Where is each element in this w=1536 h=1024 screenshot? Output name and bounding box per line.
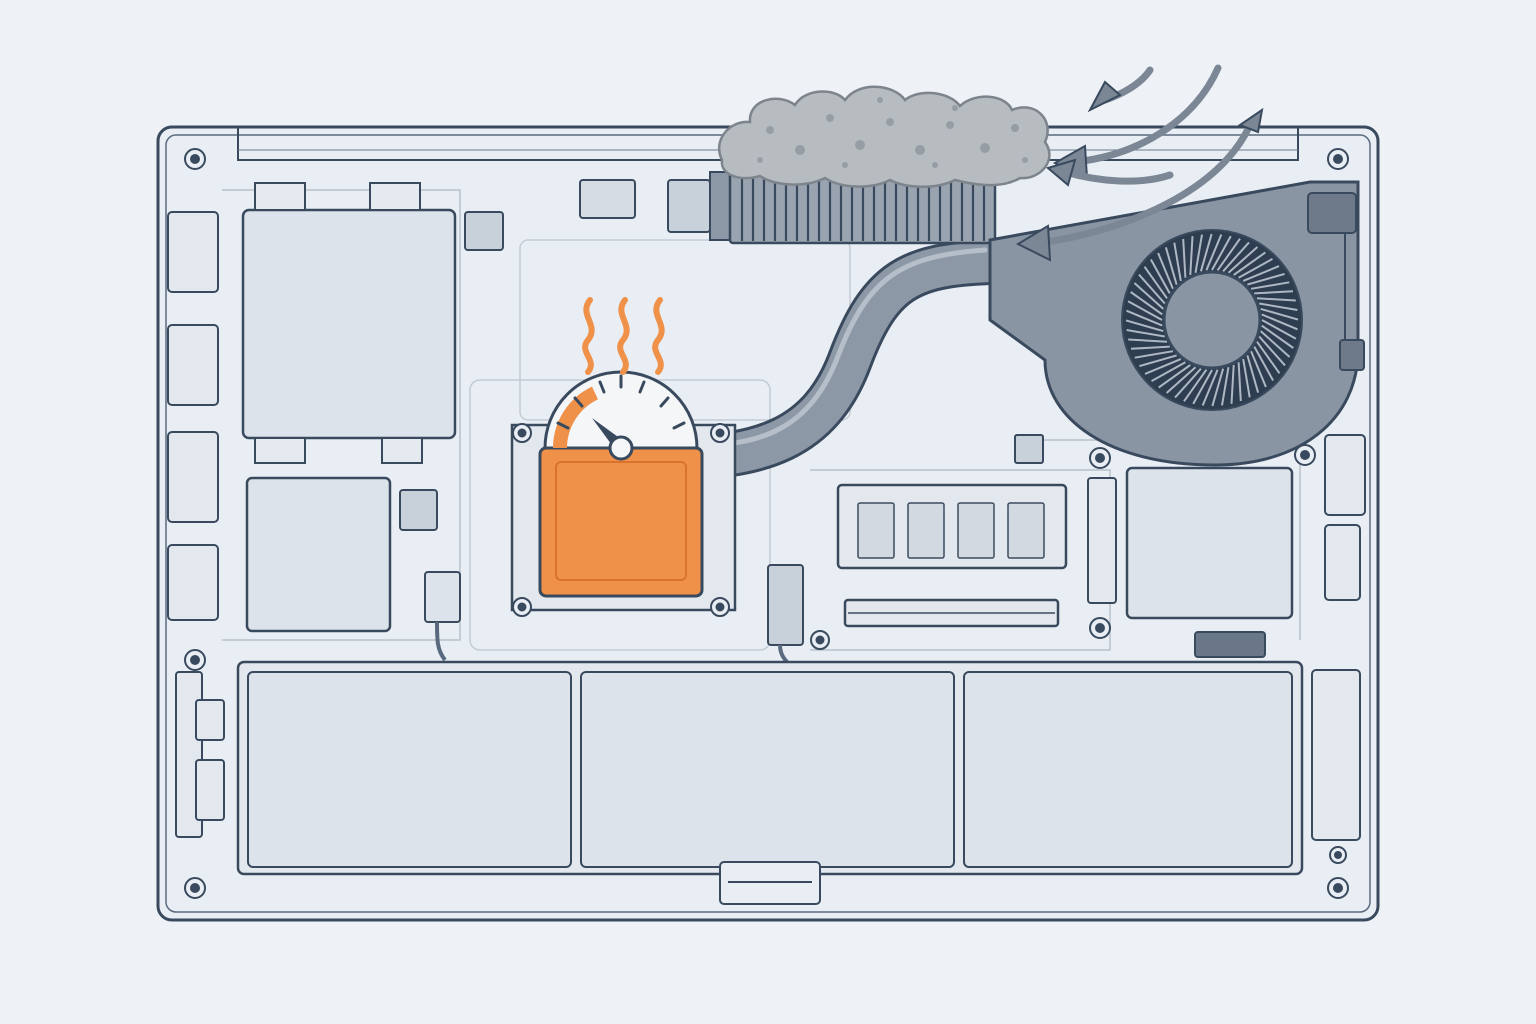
fan-blade bbox=[1221, 367, 1230, 406]
fan-blade bbox=[1174, 368, 1202, 399]
heat-pipe bbox=[645, 239, 1013, 481]
arrow-icon bbox=[1087, 66, 1154, 113]
fan-blade bbox=[1134, 350, 1174, 359]
fan-blade bbox=[1256, 297, 1296, 302]
chassis-screws bbox=[184, 148, 1349, 899]
arrow-icon bbox=[1015, 107, 1264, 262]
fan-blade bbox=[1194, 234, 1203, 273]
side-ports bbox=[167, 211, 1366, 841]
screw-icon bbox=[184, 148, 206, 170]
fan-blade bbox=[1233, 251, 1266, 276]
fan-blade bbox=[1211, 235, 1232, 271]
cable-connectors bbox=[424, 564, 804, 667]
fan-blade bbox=[1260, 307, 1299, 321]
fan-blade bbox=[1130, 345, 1170, 350]
fan-blade bbox=[1157, 252, 1174, 290]
fan-blade bbox=[1201, 369, 1219, 406]
fan-blade bbox=[1192, 369, 1213, 405]
fan-blade bbox=[1254, 290, 1294, 295]
screw-icon bbox=[184, 877, 206, 899]
fan-blade bbox=[1126, 309, 1163, 327]
fan-blade bbox=[1222, 241, 1250, 272]
screw-icon bbox=[1089, 617, 1111, 639]
fan-blade bbox=[1150, 259, 1171, 294]
fan-blade bbox=[1261, 313, 1298, 331]
screw-icon bbox=[1327, 148, 1349, 170]
temperature-gauge-icon bbox=[543, 370, 699, 461]
fan-blade bbox=[1151, 361, 1186, 382]
fan-blade bbox=[1260, 330, 1291, 358]
fan-blade bbox=[1247, 272, 1285, 286]
fan-blade bbox=[1256, 341, 1281, 374]
airflow-arrows bbox=[1015, 64, 1264, 262]
overheating-cpu bbox=[538, 446, 704, 598]
fan-blade bbox=[1242, 265, 1280, 282]
fan-blade bbox=[1158, 364, 1191, 389]
heat-waves-icon bbox=[582, 297, 665, 375]
fan-blade bbox=[1138, 273, 1166, 305]
fan-blade bbox=[1189, 236, 1194, 276]
fan-blade bbox=[1126, 329, 1165, 338]
fan-blade bbox=[1133, 282, 1164, 310]
fan-blade bbox=[1144, 358, 1182, 375]
fan-blade bbox=[1143, 266, 1168, 299]
fan-blade bbox=[1211, 368, 1225, 407]
fan-blade bbox=[1130, 291, 1163, 316]
screw-icon bbox=[810, 630, 830, 650]
fan-blade bbox=[1173, 242, 1182, 282]
dust-clump bbox=[717, 85, 1051, 188]
cooling-fan bbox=[988, 180, 1365, 467]
fan-blade bbox=[1253, 346, 1274, 381]
fan-blade bbox=[1125, 319, 1164, 333]
fan-blade bbox=[1250, 281, 1290, 290]
fan-blade bbox=[1261, 324, 1294, 349]
fan-blade bbox=[1258, 335, 1286, 367]
fan-blade bbox=[1127, 300, 1163, 321]
ram-module bbox=[836, 483, 1068, 628]
screw-icon bbox=[1327, 877, 1349, 899]
screw-icon bbox=[1089, 447, 1111, 469]
storage-chips bbox=[241, 179, 1294, 658]
fan-blade bbox=[1227, 246, 1259, 274]
fan-blade bbox=[1165, 366, 1197, 394]
screw-icon bbox=[1294, 444, 1316, 466]
fan-blade bbox=[1128, 338, 1168, 343]
fan-blade bbox=[1242, 358, 1251, 398]
fan-blade bbox=[1205, 234, 1223, 271]
screw-icon bbox=[184, 649, 206, 671]
fan-blade bbox=[1216, 238, 1241, 271]
fan-blade bbox=[1183, 369, 1208, 402]
fan-blade bbox=[1237, 362, 1242, 402]
arrow-icon bbox=[1045, 158, 1174, 187]
fan-blade bbox=[1199, 233, 1213, 272]
fan-blade bbox=[1238, 258, 1273, 279]
fan-blade bbox=[1139, 354, 1177, 368]
fan-blades bbox=[1125, 233, 1299, 407]
fan-blade bbox=[1246, 355, 1260, 393]
fan-blade bbox=[1182, 238, 1187, 278]
fan-blade bbox=[1259, 302, 1298, 311]
fan-blade bbox=[1261, 319, 1297, 340]
fan-blade bbox=[1230, 364, 1235, 404]
fan-blade bbox=[1164, 247, 1178, 285]
fan-blade bbox=[1250, 350, 1267, 388]
battery-pack bbox=[236, 660, 1304, 905]
screw-icon bbox=[1329, 846, 1347, 864]
